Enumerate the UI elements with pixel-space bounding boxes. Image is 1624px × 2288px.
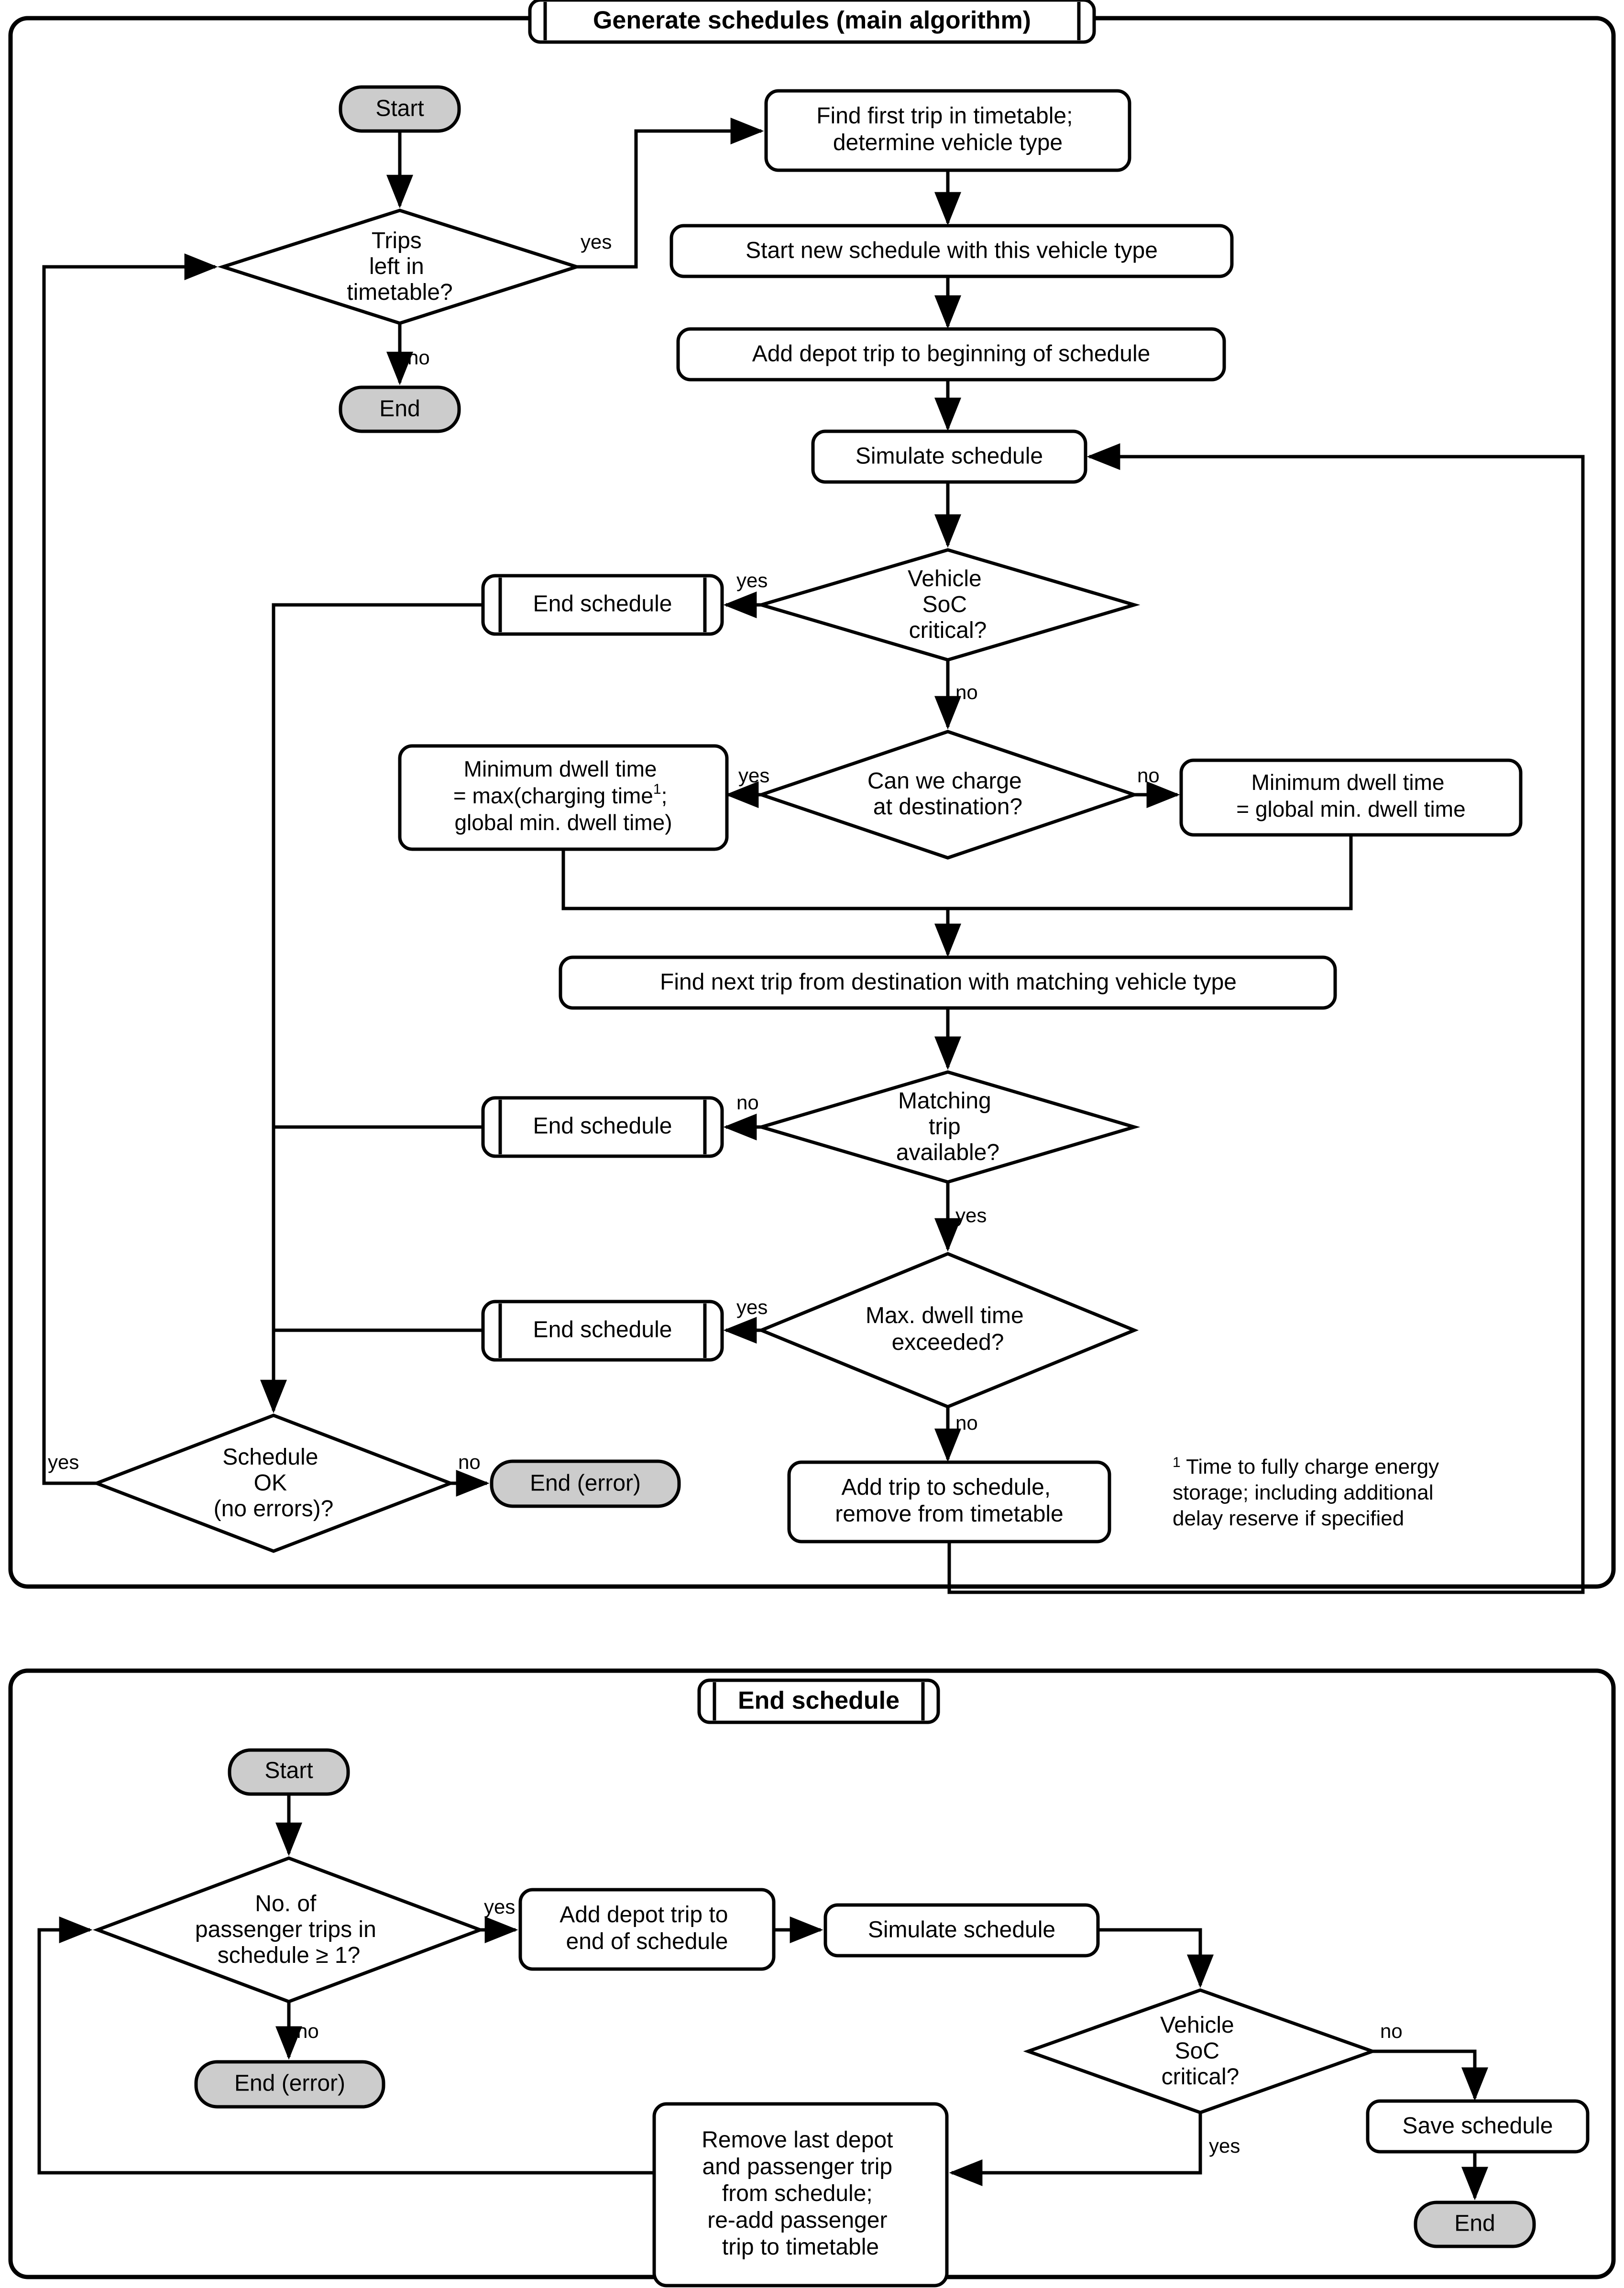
node-m-find-next-label: Find next trip from destination with mat…: [660, 970, 1237, 995]
node-m-enderr-label: End (error): [530, 1471, 641, 1496]
panel-endsched-title-text: End schedule: [738, 1687, 900, 1715]
node-m-schedok-label: Schedule OK (no errors)?: [214, 1445, 334, 1522]
node-m-enderr: End (error): [490, 1459, 681, 1508]
edge-label-trips-no: no: [407, 346, 430, 369]
edge-label-trips-yes: yes: [581, 230, 612, 253]
node-e-simulate-label: Simulate schedule: [868, 1917, 1055, 1943]
node-m-end-label: End: [379, 396, 420, 422]
node-e-remove: Remove last depot and passenger trip fro…: [652, 2102, 949, 2288]
node-m-endsch3-label: End schedule: [533, 1317, 672, 1343]
node-m-trips-label: Trips left in timetable?: [347, 228, 452, 305]
edge-label-maxdwell-no: no: [955, 1412, 978, 1434]
edge-label-schedok-yes: yes: [48, 1451, 79, 1473]
node-m-start-new: Start new schedule with this vehicle typ…: [669, 224, 1234, 278]
node-m-find-first-label: Find first trip in timetable; determine …: [816, 103, 1079, 155]
panel-main-title: Generate schedules (main algorithm): [528, 0, 1096, 44]
node-m-start-new-label: Start new schedule with this vehicle typ…: [746, 238, 1158, 263]
node-m-addtrip-label: Add trip to schedule, remove from timeta…: [835, 1475, 1064, 1527]
node-m-mdt-glob: Minimum dwell time = global min. dwell t…: [1179, 758, 1523, 837]
node-e-adddepot-label: Add depot trip to end of schedule: [560, 1902, 735, 1954]
node-m-start: Start: [339, 85, 461, 133]
edge-label-soc-yes: yes: [736, 569, 768, 591]
node-m-soc: Vehicle SoC critical?: [755, 548, 1141, 662]
edge-label-charge-no: no: [1137, 764, 1160, 787]
node-m-addtrip: Add trip to schedule, remove from timeta…: [787, 1460, 1111, 1544]
edge-label-noptrips-yes: yes: [484, 1895, 515, 1918]
node-e-noptrips-label: No. of passenger trips in schedule ≥ 1?: [195, 1891, 383, 1968]
node-m-simulate: Simulate schedule: [811, 429, 1087, 484]
node-m-maxdwell: Max. dwell time exceeded?: [757, 1252, 1139, 1409]
node-m-endsch1: End schedule: [481, 574, 724, 636]
node-e-soc: Vehicle SoC critical?: [1023, 1988, 1378, 2114]
edge-label-match-no: no: [736, 1091, 759, 1114]
node-e-simulate: Simulate schedule: [823, 1903, 1100, 1958]
node-m-find-next: Find next trip from destination with mat…: [559, 955, 1337, 1010]
node-e-enderr: End (error): [194, 2060, 385, 2109]
node-e-start-label: Start: [264, 1758, 313, 1784]
node-m-schedok: Schedule OK (no errors)?: [92, 1413, 455, 1553]
node-m-end: End: [339, 385, 461, 433]
edge-label-charge-yes: yes: [738, 764, 769, 787]
edge-label-esoc-yes: yes: [1209, 2135, 1240, 2157]
footnote-main-text: 1 Time to fully charge energy storage; i…: [1173, 1455, 1445, 1530]
panel-main-title-text: Generate schedules (main algorithm): [593, 7, 1031, 34]
node-m-endsch2-label: End schedule: [533, 1114, 672, 1139]
edge-label-match-yes: yes: [955, 1204, 987, 1226]
footnote-main: 1 Time to fully charge energy storage; i…: [1173, 1455, 1445, 1530]
node-m-match-label: Matching trip available?: [896, 1088, 999, 1165]
node-e-end-label: End: [1454, 2211, 1495, 2236]
panel-endsched-title: End schedule: [697, 1678, 940, 1724]
node-m-endsch2: End schedule: [481, 1096, 724, 1158]
edge-label-schedok-no: no: [458, 1451, 481, 1473]
node-e-end: End: [1414, 2200, 1536, 2248]
edge-label-esoc-no: no: [1380, 2020, 1403, 2042]
node-m-maxdwell-label: Max. dwell time exceeded?: [866, 1303, 1030, 1355]
node-m-endsch1-label: End schedule: [533, 591, 672, 617]
node-m-find-first: Find first trip in timetable; determine …: [764, 89, 1131, 172]
node-e-adddepot: Add depot trip to end of schedule: [518, 1888, 776, 1971]
node-e-save: Save schedule: [1366, 2099, 1590, 2154]
edge-label-maxdwell-yes: yes: [736, 1296, 768, 1318]
node-m-simulate-label: Simulate schedule: [856, 444, 1043, 469]
node-m-match: Matching trip available?: [755, 1070, 1141, 1184]
node-m-mdt-max: Minimum dwell time = max(charging time1;…: [398, 744, 729, 851]
node-e-noptrips: No. of passenger trips in schedule ≥ 1?: [93, 1856, 485, 2003]
node-m-charge: Can we charge at destination?: [756, 730, 1140, 860]
node-m-add-depot-label: Add depot trip to beginning of schedule: [752, 341, 1151, 367]
node-m-charge-label: Can we charge at destination?: [867, 768, 1028, 820]
node-m-soc-label: Vehicle SoC critical?: [908, 566, 988, 643]
node-m-trips: Trips left in timetable?: [217, 208, 582, 325]
node-e-save-label: Save schedule: [1403, 2113, 1553, 2139]
node-e-enderr-label: End (error): [234, 2071, 345, 2096]
node-m-endsch3: End schedule: [481, 1300, 724, 1362]
node-m-mdt-max-label: Minimum dwell time = max(charging time1;…: [453, 756, 673, 835]
node-e-start: Start: [228, 1748, 350, 1796]
node-m-start-label: Start: [375, 96, 424, 121]
node-m-add-depot: Add depot trip to beginning of schedule: [676, 327, 1226, 382]
edge-label-noptrips-no: no: [296, 2020, 319, 2042]
edge-label-soc-no: no: [955, 681, 978, 703]
node-e-remove-label: Remove last depot and passenger trip fro…: [702, 2127, 900, 2260]
node-e-soc-label: Vehicle SoC critical?: [1160, 2013, 1240, 2090]
node-m-mdt-glob-label: Minimum dwell time = global min. dwell t…: [1236, 770, 1465, 821]
